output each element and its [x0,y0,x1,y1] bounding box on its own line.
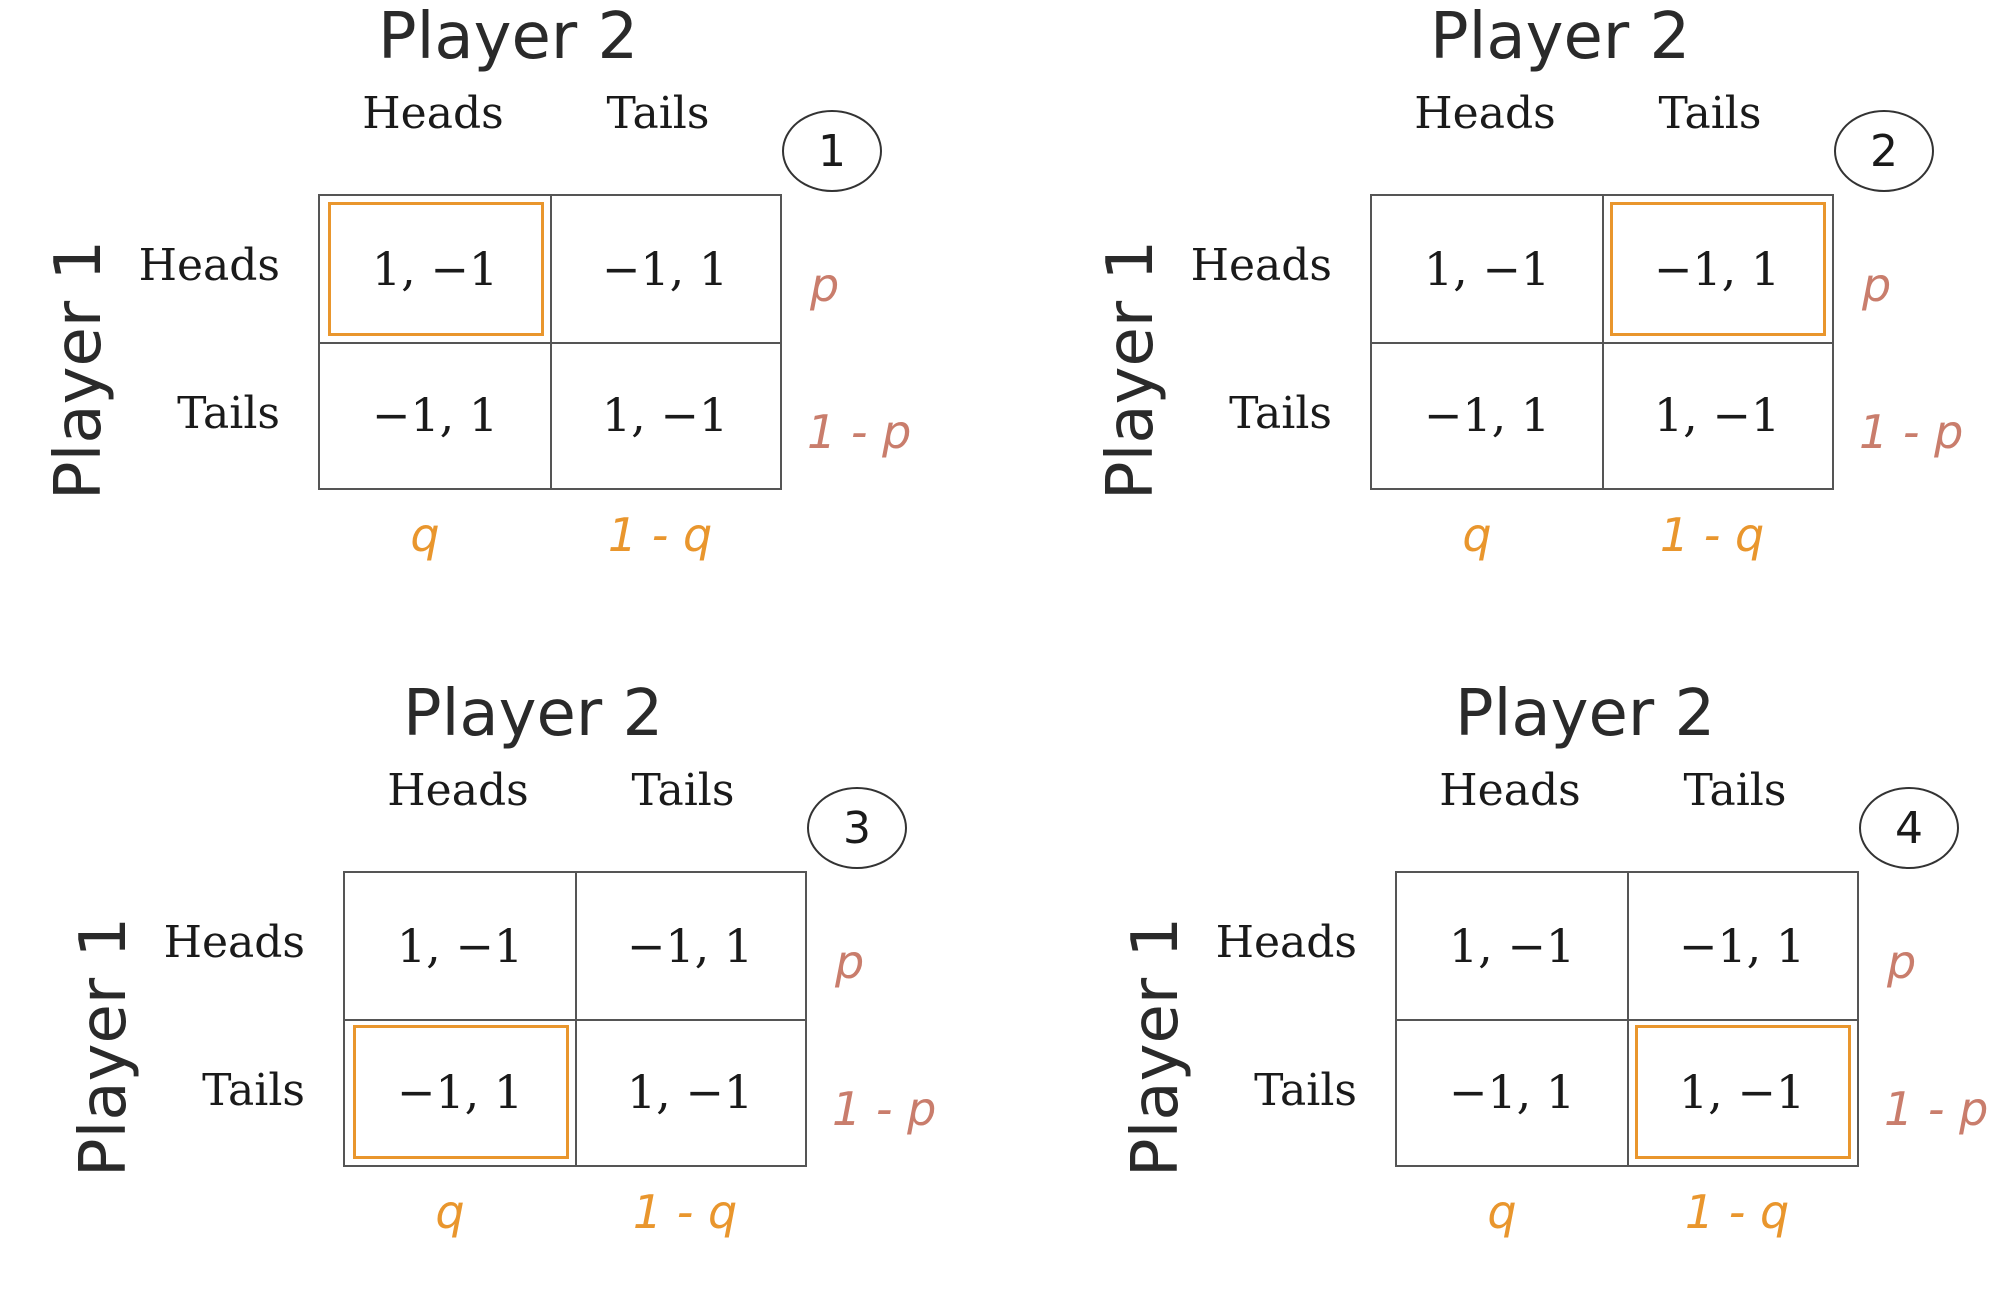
row-header-heads: Heads [163,917,305,968]
payoff-cell-tails-heads: −1, 1 [1448,1065,1576,1119]
player2-title: Player 2 [1430,0,1691,74]
panel-number-badge: 4 [1859,787,1959,869]
row-header-tails: Tails [177,388,280,439]
payoff-grid: 1, −1 −1, 1 −1, 1 1, −1 [343,871,807,1167]
row-header-tails: Tails [1254,1065,1357,1116]
payoff-cell-tails-heads: −1, 1 [371,388,499,442]
col-header-heads: Heads [362,88,504,139]
col-prob-q: q [1487,1185,1517,1239]
highlight-box [1610,202,1826,336]
row-prob-1-minus-p: 1 - p [1884,1082,1989,1136]
player2-title: Player 2 [1455,677,1716,751]
col-header-heads: Heads [387,765,529,816]
row-prob-p: p [810,258,840,312]
grid-divider-horizontal [1397,1019,1857,1021]
row-header-tails: Tails [1229,388,1332,439]
row-header-tails: Tails [202,1065,305,1116]
col-prob-1-minus-q: 1 - q [607,508,713,562]
payoff-grid: 1, −1 −1, 1 −1, 1 1, −1 [318,194,782,490]
row-prob-1-minus-p: 1 - p [1859,405,1964,459]
payoff-cell-heads-heads: 1, −1 [396,919,524,973]
col-header-heads: Heads [1414,88,1556,139]
payoff-cell-tails-tails: 1, −1 [1653,388,1781,442]
payoff-cell-tails-tails: 1, −1 [1678,1065,1806,1119]
payoff-cell-heads-tails: −1, 1 [1678,919,1806,973]
grid-divider-horizontal [320,342,780,344]
player1-title: Player 1 [42,239,116,500]
highlight-box [353,1025,569,1159]
row-header-heads: Heads [1190,240,1332,291]
payoff-cell-tails-tails: 1, −1 [626,1065,754,1119]
row-prob-1-minus-p: 1 - p [832,1082,937,1136]
col-header-tails: Tails [631,765,735,816]
row-prob-1-minus-p: 1 - p [807,405,912,459]
col-prob-1-minus-q: 1 - q [632,1185,738,1239]
payoff-matrix-panel-4: Player 2 Player 1 Heads Tails 4 Heads Ta… [1077,677,2002,1314]
player1-title: Player 1 [1094,239,1168,500]
player1-title: Player 1 [67,916,141,1177]
row-prob-p: p [1862,258,1892,312]
player2-title: Player 2 [378,0,639,74]
payoff-cell-heads-tails: −1, 1 [601,242,729,296]
panel-number-badge: 2 [1834,110,1934,192]
col-header-tails: Tails [1658,88,1762,139]
player2-title: Player 2 [403,677,664,751]
highlight-box [328,202,544,336]
grid-divider-horizontal [345,1019,805,1021]
row-header-heads: Heads [138,240,280,291]
row-prob-p: p [835,935,865,989]
panel-number-badge: 3 [807,787,907,869]
col-prob-1-minus-q: 1 - q [1684,1185,1790,1239]
col-prob-q: q [435,1185,465,1239]
col-header-tails: Tails [1683,765,1787,816]
payoff-matrix-panel-3: Player 2 Player 1 Heads Tails 3 Heads Ta… [25,677,1025,1314]
payoff-cell-tails-heads: −1, 1 [396,1065,524,1119]
payoff-grid: 1, −1 −1, 1 −1, 1 1, −1 [1370,194,1834,490]
payoff-matrix-panel-1: Player 2 Player 1 Heads Tails 1 Heads Ta… [0,0,1000,637]
col-prob-q: q [410,508,440,562]
payoff-cell-heads-heads: 1, −1 [371,242,499,296]
payoff-grid: 1, −1 −1, 1 −1, 1 1, −1 [1395,871,1859,1167]
col-prob-1-minus-q: 1 - q [1659,508,1765,562]
col-prob-q: q [1462,508,1492,562]
payoff-cell-heads-heads: 1, −1 [1448,919,1576,973]
row-header-heads: Heads [1215,917,1357,968]
payoff-cell-tails-heads: −1, 1 [1423,388,1551,442]
col-header-tails: Tails [606,88,710,139]
highlight-box [1635,1025,1851,1159]
payoff-matrix-panel-2: Player 2 Player 1 Heads Tails 2 Heads Ta… [1052,0,2002,637]
col-header-heads: Heads [1439,765,1581,816]
payoff-cell-heads-heads: 1, −1 [1423,242,1551,296]
player1-title: Player 1 [1119,916,1193,1177]
payoff-cell-heads-tails: −1, 1 [626,919,754,973]
row-prob-p: p [1887,935,1917,989]
panel-number-badge: 1 [782,110,882,192]
payoff-cell-heads-tails: −1, 1 [1653,242,1781,296]
payoff-cell-tails-tails: 1, −1 [601,388,729,442]
grid-divider-horizontal [1372,342,1832,344]
